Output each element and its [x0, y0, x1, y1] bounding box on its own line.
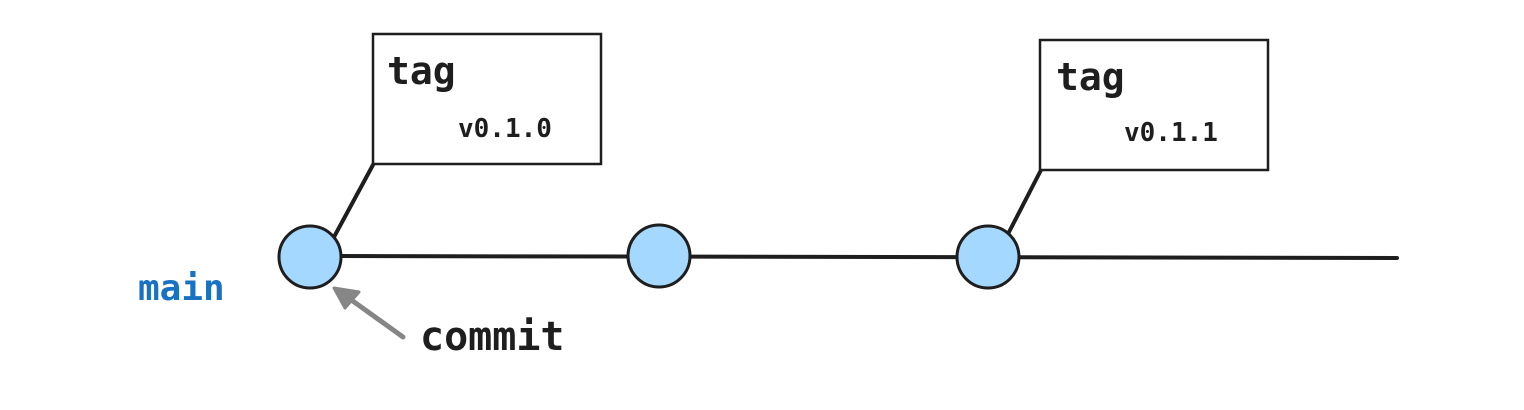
tag-box-1: tag v0.1.0: [371, 32, 603, 166]
tag-box-1-frame: [371, 32, 603, 166]
tag-box-2-title: tag: [1056, 55, 1125, 99]
commit-node-2[interactable]: [626, 223, 692, 289]
branch-line: [338, 254, 1399, 260]
tag-box-1-version: v0.1.0: [458, 114, 552, 144]
tag-box-2-frame: [1038, 38, 1270, 172]
tag-connector-1: [332, 161, 376, 239]
commit-node-3[interactable]: [955, 224, 1021, 290]
tag-box-2-version: v0.1.1: [1124, 118, 1218, 148]
tag-box-2: tag v0.1.1: [1038, 38, 1270, 172]
commit-node-1[interactable]: [277, 224, 343, 290]
branch-label: main: [138, 268, 225, 309]
tag-box-1-title: tag: [387, 49, 456, 93]
commit-arrow-icon: [332, 286, 406, 340]
commit-annotation-label: commit: [420, 314, 565, 360]
tag-connector-2: [1006, 168, 1043, 236]
